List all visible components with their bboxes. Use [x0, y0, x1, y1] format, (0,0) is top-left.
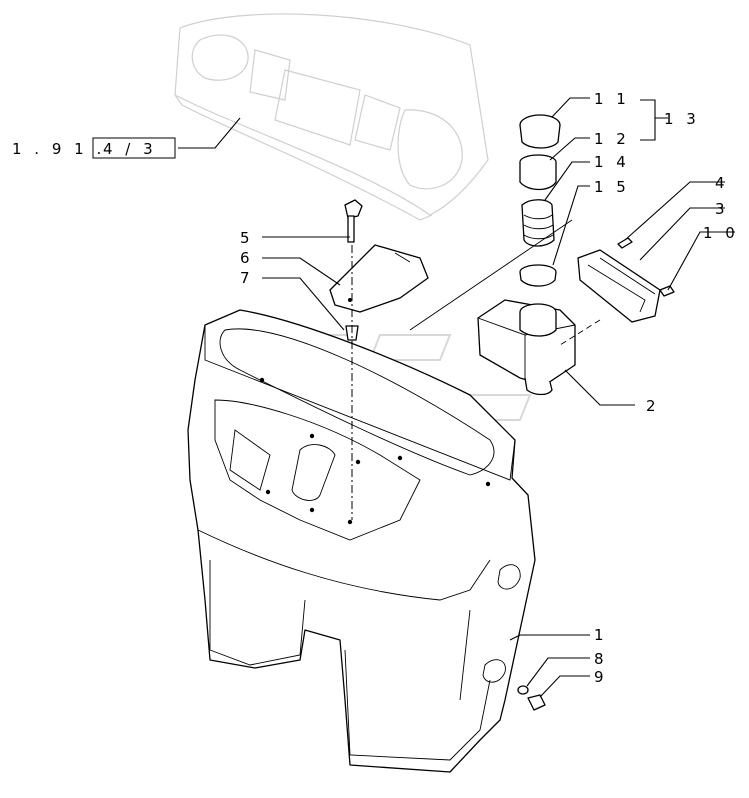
reference-boxed: 4 / 3 [103, 140, 157, 158]
cover-part-6 [329, 244, 429, 313]
bolt-part-9 [527, 694, 546, 711]
callout-5: 5 [240, 229, 254, 247]
callout-12: 1 2 [594, 130, 630, 148]
dashboard-panel-ghost [174, 13, 489, 221]
callout-13: 1 3 [664, 110, 700, 128]
screw-part-5 [344, 199, 363, 219]
callout-3: 3 [715, 200, 729, 218]
console-body [187, 309, 536, 773]
callout-15: 1 5 [594, 178, 630, 196]
callout-4: 4 [715, 174, 729, 192]
screw-part-10 [659, 285, 675, 297]
callout-6: 6 [240, 249, 254, 267]
reference-prefix: 1 . 9 1 . [12, 140, 105, 158]
parts [329, 114, 675, 711]
callouts: 1 1 1 2 1 4 1 5 1 3 4 3 1 0 5 6 7 2 1 8 … [240, 90, 739, 686]
callout-1: 1 [594, 626, 608, 644]
pin-part-4 [617, 237, 633, 249]
washer-part-8 [517, 685, 529, 695]
leader-lines [178, 97, 735, 698]
callout-2: 2 [646, 397, 660, 415]
callout-9: 9 [594, 668, 608, 686]
callout-8: 8 [594, 650, 608, 668]
callout-10: 1 0 [703, 224, 739, 242]
spring-part-14 [521, 199, 555, 247]
reference-label: 1 . 9 1 . 4 / 3 [12, 137, 176, 159]
callout-11: 1 1 [594, 90, 630, 108]
callout-14: 1 4 [594, 153, 630, 171]
callout-7: 7 [240, 269, 254, 287]
bracket-part-3 [577, 249, 661, 323]
